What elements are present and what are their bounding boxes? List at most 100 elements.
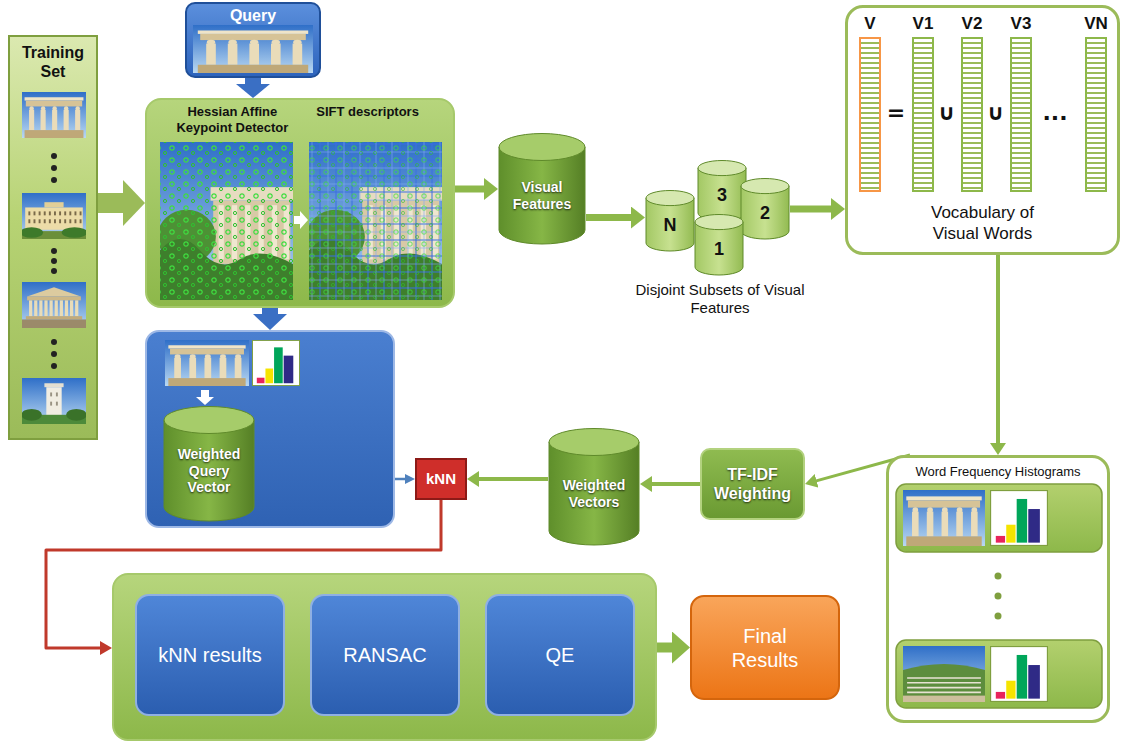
cylinder-body bbox=[549, 442, 639, 545]
connector-arrow bbox=[473, 477, 548, 481]
column-header: V2 bbox=[962, 14, 983, 34]
cylinder-top bbox=[741, 179, 789, 194]
connector-arrow bbox=[395, 478, 410, 481]
cylinder-label: Weighted Query Vector bbox=[167, 446, 251, 496]
query-image bbox=[193, 25, 313, 73]
operator-symbol: ∪ bbox=[984, 100, 1008, 126]
cylinder-top bbox=[164, 407, 254, 434]
connector-arrow bbox=[586, 214, 638, 221]
vocabulary-column: VN bbox=[1079, 14, 1113, 192]
step-label: Hessian Affine Keypoint Detector bbox=[165, 104, 300, 135]
box-label: kNN results bbox=[158, 643, 261, 667]
vocabulary-column: V3 bbox=[1004, 14, 1038, 192]
process-box: TF-IDF Weighting bbox=[700, 448, 805, 520]
query-box: Query bbox=[185, 2, 321, 78]
vocabulary-column: V2 bbox=[955, 14, 989, 192]
feature-extraction-box: Hessian Affine Keypoint DetectorSIFT des… bbox=[145, 98, 455, 308]
label-box: = bbox=[884, 100, 908, 126]
subset-number: 1 bbox=[714, 239, 724, 261]
word-vector-column bbox=[912, 37, 934, 192]
cylinder-body bbox=[164, 420, 254, 521]
database-cylinder: Visual Features bbox=[498, 133, 586, 245]
descriptor-image bbox=[306, 142, 442, 300]
box-label: kNN bbox=[426, 470, 456, 488]
cylinder-top bbox=[698, 161, 746, 176]
connector-arrow bbox=[245, 78, 261, 91]
word-vector-column bbox=[961, 37, 983, 192]
cylinder-top bbox=[646, 191, 694, 206]
subset-number: N bbox=[664, 215, 677, 237]
histogram-chart bbox=[252, 340, 299, 385]
column-header: VN bbox=[1084, 14, 1108, 34]
box-caption: Vocabulary of Visual Words bbox=[908, 203, 1058, 244]
label-box: ∪ bbox=[984, 100, 1008, 126]
subset-cylinder: 2 bbox=[740, 178, 790, 240]
process-box: kNN results bbox=[135, 594, 285, 716]
process-box: RANSAC bbox=[310, 594, 460, 716]
keypoint-overlay bbox=[309, 142, 442, 300]
vocabulary-column: V1 bbox=[906, 14, 940, 192]
training-set-panel: Training Set bbox=[8, 35, 98, 440]
training-thumbnail bbox=[22, 92, 86, 138]
database-cylinder: Weighted Vectors bbox=[548, 428, 640, 546]
panel-title: Training Set bbox=[14, 43, 92, 81]
box-label: QE bbox=[546, 643, 575, 667]
cylinder-top bbox=[499, 134, 585, 161]
subset-number: 2 bbox=[760, 203, 770, 225]
operator-symbol: ∪ bbox=[935, 100, 959, 126]
subset-cylinder: 1 bbox=[694, 214, 744, 276]
column-header: V bbox=[864, 14, 875, 34]
small-arrow bbox=[294, 211, 308, 229]
histogram-panel bbox=[896, 640, 1102, 708]
histogram-chart bbox=[991, 647, 1048, 702]
vocabulary-box: Vocabulary of Visual Words V V1 V2 V3 VN bbox=[845, 5, 1120, 255]
ellipsis-dots bbox=[51, 248, 57, 274]
histogram-panel bbox=[896, 484, 1102, 552]
step-label: SIFT descriptors bbox=[300, 104, 435, 120]
descriptor-grid-overlay bbox=[309, 142, 442, 300]
small-arrow bbox=[196, 390, 214, 405]
training-thumbnail bbox=[21, 378, 86, 424]
cylinder-label: Visual Features bbox=[502, 179, 582, 213]
box-title: Query bbox=[230, 6, 276, 25]
result-box: Final Results bbox=[690, 595, 840, 700]
group-caption: Disjoint Subsets of Visual Features bbox=[631, 281, 809, 317]
box-label: TF-IDF Weighting bbox=[706, 465, 799, 503]
query-vector-box: Weighted Query Vector bbox=[145, 330, 395, 528]
ellipsis-dots bbox=[995, 573, 1002, 620]
label-box: Disjoint Subsets of Visual Features bbox=[631, 281, 809, 317]
label-box: ∪ bbox=[935, 100, 959, 126]
query-thumbnail bbox=[165, 340, 249, 386]
histogram-box: Word Frequency Histograms bbox=[886, 455, 1110, 723]
box-label: RANSAC bbox=[343, 643, 426, 667]
subset-cylinder: N bbox=[645, 190, 695, 252]
ellipsis-dots bbox=[51, 339, 57, 369]
cylinder-top bbox=[549, 429, 639, 456]
ellipsis-symbol: ... bbox=[1035, 100, 1075, 126]
post-processing-box: kNN results RANSAC QE bbox=[112, 573, 657, 741]
word-vector-column bbox=[1085, 37, 1107, 192]
column-header: V3 bbox=[1011, 14, 1032, 34]
connector-arrow bbox=[657, 643, 681, 653]
connector-arrow bbox=[646, 482, 700, 486]
box-label: Final Results bbox=[710, 624, 820, 672]
cylinder-label: Weighted Vectors bbox=[552, 477, 636, 511]
operator-symbol: = bbox=[884, 100, 908, 126]
vocabulary-column: V bbox=[853, 14, 887, 192]
training-thumbnail bbox=[20, 193, 87, 239]
training-thumbnail bbox=[22, 282, 86, 328]
keypoint-overlay bbox=[160, 142, 293, 300]
cylinder-body bbox=[499, 147, 585, 244]
histogram-chart bbox=[991, 491, 1048, 546]
connector-arrow bbox=[262, 308, 278, 322]
subset-cylinder: 3 bbox=[697, 160, 747, 222]
knn-box: kNN bbox=[415, 458, 467, 500]
keypoint-image bbox=[157, 142, 293, 300]
histogram-thumbnail bbox=[903, 490, 985, 546]
ellipsis-dots bbox=[51, 153, 57, 183]
histogram-thumbnail bbox=[903, 646, 985, 702]
connector-arrow bbox=[98, 193, 134, 213]
